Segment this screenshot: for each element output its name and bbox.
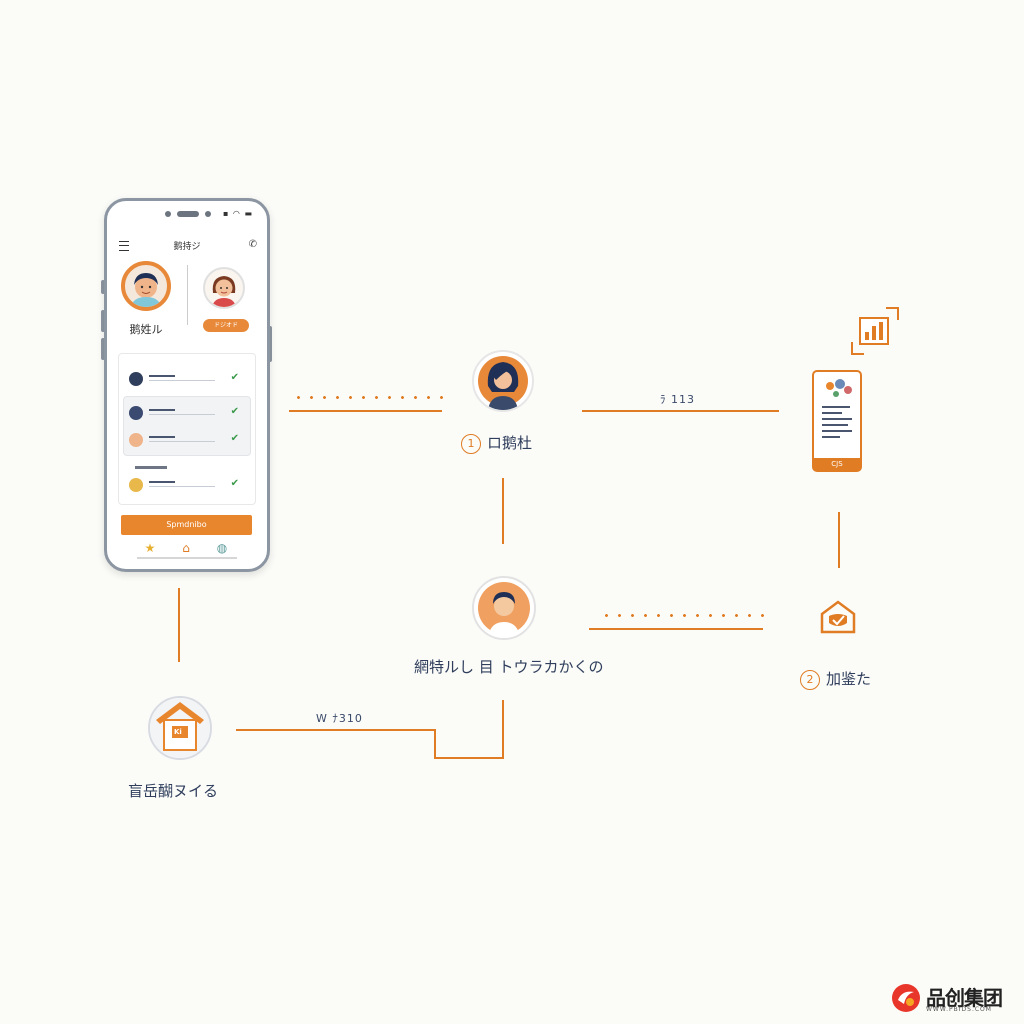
phone-mockup: ▪ ◠ ▬ 鹅持ジ ✆ 鹅姓ル ドジオド ✔ — [104, 198, 270, 572]
status-bar: ▪ ◠ ▬ — [107, 209, 267, 221]
phone-side-button-left-2 — [101, 310, 105, 332]
signal-wifi-battery-icon: ▪ ◠ ▬ — [222, 209, 253, 218]
home-label: 盲岳醐ヌイる — [128, 782, 219, 800]
globe-icon[interactable]: ◍ — [216, 541, 228, 555]
connector-home-step-down — [434, 729, 436, 759]
person-node-top[interactable] — [472, 350, 534, 412]
home-icon[interactable]: ⌂ — [182, 541, 190, 555]
list-item[interactable]: ✔ — [129, 406, 243, 420]
app-header: 鹅持ジ ✆ — [117, 239, 257, 253]
document-footer: CJS — [814, 458, 860, 470]
avatar — [129, 372, 143, 386]
avatar — [129, 433, 143, 447]
star-icon[interactable]: ★ — [144, 541, 156, 555]
edge-label-top-right: ﾗ 113 — [660, 393, 695, 406]
edge-label-bottom: W ﾅ310 — [316, 712, 363, 725]
phone-icon[interactable]: ✆ — [248, 239, 257, 250]
menu-icon[interactable] — [119, 241, 129, 251]
logo-subtext: WWW.PBIDS.COM — [926, 1006, 992, 1013]
connector-phone-to-person — [289, 410, 442, 412]
connector-home-step-across — [434, 757, 504, 759]
person-top-text: ロ鹅杜 — [487, 434, 533, 452]
check-icon: ✔ — [230, 433, 239, 444]
bar-chart-icon[interactable] — [850, 306, 900, 356]
list-group-selected — [123, 396, 251, 456]
connector-phone-down — [178, 588, 180, 662]
phone-side-button-left-3 — [101, 338, 105, 360]
person-middle-label: 網特ルし 目 トウラカかくの — [414, 658, 604, 676]
profile-divider — [187, 265, 188, 325]
shield-text: 加鉴た — [826, 670, 872, 688]
profile-badge[interactable]: ドジオド — [203, 319, 249, 332]
brand-logo: 品创集团 WWW.PBIDS.COM — [890, 980, 1010, 1016]
home-node[interactable]: Ki — [148, 696, 212, 760]
avatar-secondary-user[interactable] — [203, 267, 245, 309]
check-icon: ✔ — [230, 372, 239, 383]
phone-notch — [165, 211, 211, 217]
phone-side-button-left-1 — [101, 280, 105, 294]
avatar-primary-user[interactable] — [121, 261, 171, 311]
document-device[interactable]: CJS — [812, 370, 862, 472]
list-item[interactable]: ✔ — [129, 433, 243, 447]
person-top-label: 1 ロ鹅杜 — [461, 432, 532, 454]
phone-side-button-right — [268, 326, 272, 362]
check-icon: ✔ — [230, 406, 239, 417]
step-number-1: 1 — [461, 434, 481, 454]
primary-action-button[interactable]: Spmdnibo — [121, 515, 252, 535]
app-title: 鹅持ジ — [173, 242, 201, 252]
shield-check-icon[interactable] — [818, 598, 858, 638]
step-number-2: 2 — [800, 670, 820, 690]
connector-device-vertical — [838, 512, 840, 568]
shield-label: 2 加鉴た — [800, 668, 871, 690]
logo-mark-icon — [892, 984, 920, 1012]
avatar — [129, 478, 143, 492]
contact-list: ✔ ✔ ✔ ✔ — [118, 353, 256, 505]
connector-home-horizontal — [236, 729, 436, 731]
check-icon: ✔ — [230, 478, 239, 489]
profile-name: 鹅姓ル — [129, 323, 163, 336]
connector-person-to-device — [582, 410, 779, 412]
connector-person-vertical — [502, 478, 504, 544]
bottom-tab-bar: ★ ⌂ ◍ — [137, 541, 237, 559]
connector-person-to-shield — [589, 628, 763, 630]
person-node-middle[interactable] — [472, 576, 536, 640]
dotted-connector-person-to-shield — [600, 614, 766, 617]
list-item[interactable]: ✔ — [129, 478, 243, 492]
logo-text: 品创集团 — [926, 986, 1003, 1010]
connector-home-step-up — [502, 700, 504, 759]
list-item[interactable]: ✔ — [129, 372, 243, 386]
avatar — [129, 406, 143, 420]
dotted-connector-phone-to-person — [292, 396, 444, 399]
photo-collage-icon — [826, 379, 852, 397]
section-label — [135, 466, 167, 469]
home-tag: Ki — [174, 728, 182, 736]
